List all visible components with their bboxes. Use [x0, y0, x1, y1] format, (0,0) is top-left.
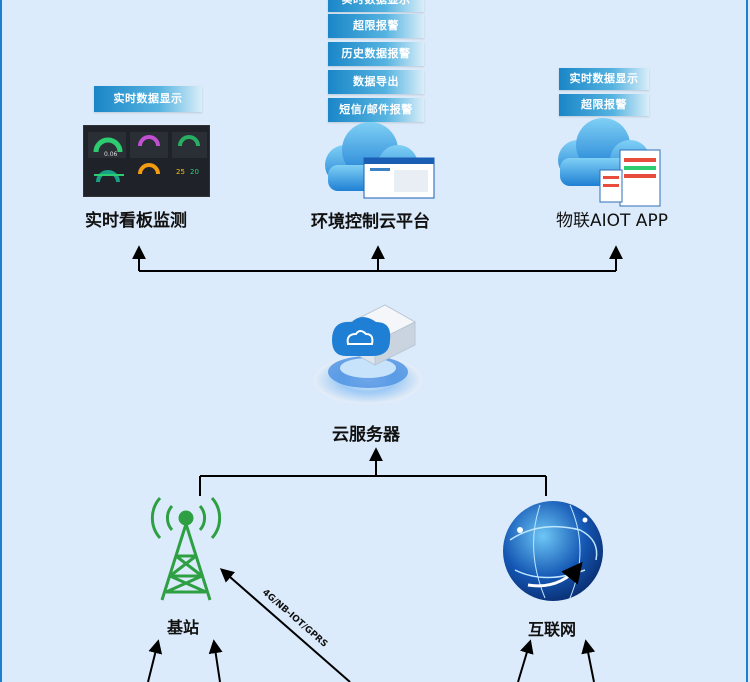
dashboard-reading-2: 25 — [176, 168, 185, 176]
wireless-link-line — [219, 568, 351, 682]
dashboard-label: 实时看板监测 — [85, 211, 187, 231]
app-tag-over-limit: 超限报警 — [559, 94, 649, 116]
app-cloud-icon — [558, 118, 661, 207]
dashboard-gauges: 0.06 25 20 — [88, 132, 207, 183]
server-connector — [199, 447, 547, 496]
platform-tag-realtime: 实时数据显示 — [328, 0, 424, 12]
top-connector — [132, 245, 623, 272]
platform-tag-history: 历史数据报警 — [328, 42, 424, 66]
wireless-link-label: 4G/NB-IOT/GPRS — [260, 588, 329, 650]
platform-tag-export: 数据导出 — [328, 70, 424, 94]
app-label: 物联AIOT APP — [556, 211, 668, 231]
dashboard-reading-3: 20 — [190, 168, 199, 176]
platform-tag-sms-email: 短信/邮件报警 — [328, 98, 424, 122]
platform-tag-over-limit: 超限报警 — [328, 14, 424, 38]
app-tag-realtime: 实时数据显示 — [559, 68, 649, 90]
dashboard-tag-realtime: 实时数据显示 — [94, 86, 202, 112]
platform-cloud-icon — [325, 122, 435, 199]
internet-label: 互联网 — [528, 620, 577, 639]
server-label: 云服务器 — [332, 425, 400, 445]
base-station-label: 基站 — [167, 618, 200, 637]
internet-globe-icon — [503, 501, 603, 601]
dashboard-reading-1: 0.06 — [104, 151, 118, 158]
dashboard-screen-image: 0.06 25 20 — [83, 125, 210, 197]
bottom-arrows — [147, 639, 596, 682]
platform-label: 环境控制云平台 — [311, 212, 430, 232]
base-station-tower-icon — [150, 497, 222, 601]
cloud-server-icon — [314, 304, 422, 404]
